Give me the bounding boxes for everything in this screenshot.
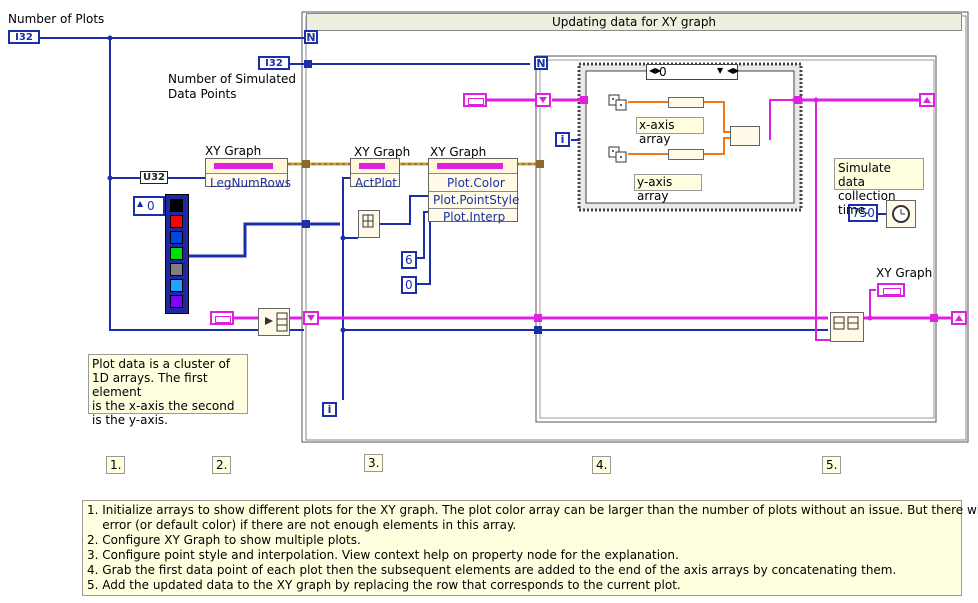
plot-data-note-line-4: is the y-axis.	[92, 413, 168, 427]
xy-graph-terminal[interactable]	[877, 283, 905, 297]
simulate-note: Simulate data collection time.	[834, 158, 924, 217]
i-iteration-terminal-inner[interactable]: i	[555, 132, 570, 147]
init-plot-array-constant[interactable]	[463, 93, 487, 107]
plot-color-array-constant[interactable]	[165, 194, 189, 314]
property-node-xy-graph-plot[interactable]: Plot.Color Plot.PointStyle Plot.Interp	[428, 158, 519, 225]
color-swatch-lightblue[interactable]	[170, 279, 183, 292]
initialize-array-node[interactable]	[258, 308, 290, 336]
bottom-note-3: 3. Configure point style and interpolati…	[87, 548, 679, 562]
initialize-array-icon	[265, 312, 288, 332]
build-array-y-node[interactable]	[668, 149, 704, 160]
u32-conversion-node[interactable]: U32	[140, 171, 168, 184]
prop-plot-color[interactable]: Plot.Color	[447, 175, 505, 190]
property-node-header	[351, 159, 399, 174]
case-selector-value: 0	[659, 65, 667, 79]
replace-array-icon	[833, 316, 859, 330]
interp-constant[interactable]: 0	[401, 276, 417, 294]
empty-plot-array-constant[interactable]	[210, 311, 234, 325]
replace-array-subset-node[interactable]	[830, 312, 864, 342]
bottom-note-1-cont: error (or default color) if there are no…	[87, 518, 517, 532]
case-selector[interactable]: ◀▶ 0 ▼ ◀▶	[646, 64, 740, 80]
color-swatch-green[interactable]	[170, 247, 183, 260]
build-array-x-node[interactable]	[668, 97, 704, 108]
simulate-note-line-1: Simulate data	[838, 161, 892, 189]
cluster-array-icon	[468, 98, 484, 105]
case-dropdown-icon[interactable]: ▼	[717, 66, 724, 75]
frame-title: Updating data for XY graph	[306, 13, 962, 31]
number-of-sim-points-label-2: Data Points	[168, 87, 237, 101]
color-swatch-purple[interactable]	[170, 295, 183, 308]
prop-plot-interp[interactable]: Plot.Interp	[429, 208, 517, 225]
plot-data-note: Plot data is a cluster of 1D arrays. The…	[88, 354, 248, 427]
i-iteration-terminal-outer[interactable]: i	[322, 402, 337, 417]
plot-data-note-line-2: 1D arrays. The first element	[92, 371, 208, 399]
cluster-array-icon	[215, 316, 231, 323]
graph-terminal-icon	[883, 288, 901, 295]
wait-ms-constant[interactable]: 750	[848, 204, 878, 222]
i32-sim-points-terminal[interactable]: I32	[258, 56, 290, 70]
point-style-constant[interactable]: 6	[401, 251, 417, 269]
color-swatch-gray[interactable]	[170, 263, 183, 276]
n-count-terminal-outer[interactable]: N	[304, 30, 318, 44]
xy-graph-label-4: XY Graph	[876, 266, 933, 280]
step-5-label: 5.	[822, 456, 842, 474]
index-array-icon	[362, 214, 374, 228]
array-index-display[interactable]: ▲ 0	[133, 196, 165, 216]
color-swatch-blue[interactable]	[170, 231, 183, 244]
property-node-header	[206, 159, 287, 174]
plot-data-note-line-1: Plot data is a cluster of	[92, 357, 231, 371]
step-3-label: 3.	[364, 454, 384, 472]
step-1-label: 1.	[106, 456, 126, 474]
index-array-node[interactable]	[358, 210, 380, 238]
bottom-note-1: 1. Initialize arrays to show different p…	[87, 503, 978, 517]
wait-ms-node[interactable]	[886, 200, 916, 228]
property-node-header	[429, 159, 517, 174]
bottom-note-4: 4. Grab the first data point of each plo…	[87, 563, 897, 577]
property-node-xy-graph-legnumrows[interactable]: LegNumRows	[205, 158, 291, 190]
xy-graph-label-3: XY Graph	[430, 145, 487, 159]
index-spinner-icon[interactable]: ▲	[137, 199, 144, 208]
n-count-terminal-inner[interactable]: N	[534, 56, 548, 70]
number-of-sim-points-label-1: Number of Simulated	[168, 72, 297, 86]
bottom-notes: 1. Initialize arrays to show different p…	[82, 500, 978, 596]
y-axis-array-label: y-axis array	[634, 174, 702, 203]
case-next-icon[interactable]: ◀▶	[727, 66, 740, 75]
step-4-label: 4.	[592, 456, 612, 474]
i32-number-of-plots-terminal[interactable]: I32	[8, 30, 40, 44]
property-node-xy-graph-actplot[interactable]: ActPlot	[350, 158, 400, 190]
bundle-node[interactable]	[730, 126, 760, 146]
x-axis-array-label: x-axis array	[636, 117, 704, 146]
prop-actplot[interactable]: ActPlot	[355, 175, 397, 190]
case-prev-icon[interactable]: ◀▶	[649, 66, 662, 75]
random-number-x-icon[interactable]	[608, 92, 628, 112]
clock-icon	[892, 205, 910, 223]
plot-data-note-line-3: is the x-axis the second	[92, 399, 235, 413]
xy-graph-label-2: XY Graph	[354, 145, 411, 159]
array-index-value: 0	[147, 199, 155, 213]
prop-legnumrows[interactable]: LegNumRows	[210, 175, 291, 190]
prop-plot-pointstyle[interactable]: Plot.PointStyle	[429, 191, 519, 208]
simulate-note-line-2: collection time.	[838, 189, 896, 217]
number-of-plots-label: Number of Plots	[8, 12, 105, 26]
color-swatch-red[interactable]	[170, 215, 183, 228]
bottom-note-2: 2. Configure XY Graph to show multiple p…	[87, 533, 361, 547]
step-2-label: 2.	[212, 456, 232, 474]
xy-graph-label-1: XY Graph	[205, 144, 262, 158]
bottom-note-5: 5. Add the updated data to the XY graph …	[87, 578, 681, 592]
color-swatch-black[interactable]	[170, 199, 183, 212]
random-number-y-icon[interactable]	[608, 144, 628, 164]
